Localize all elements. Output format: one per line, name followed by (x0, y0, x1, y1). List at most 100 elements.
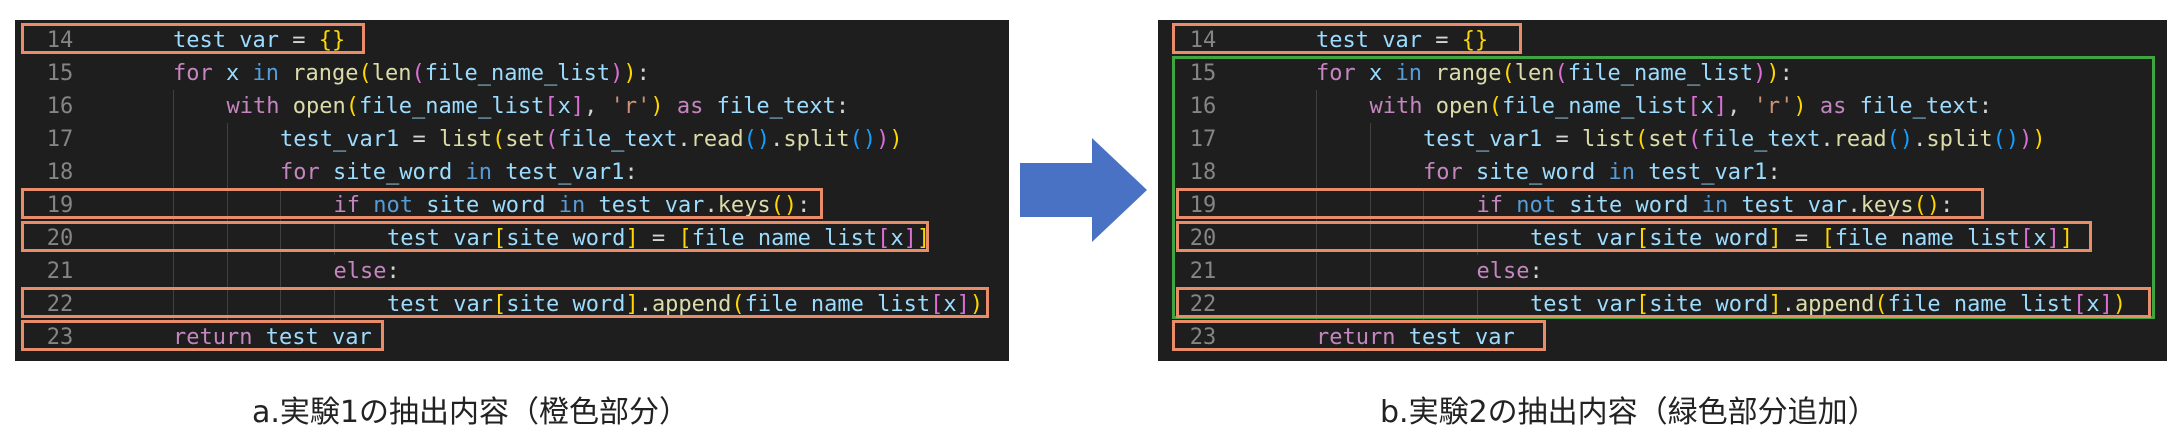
code-token: ) (969, 292, 984, 317)
code-token: [ (492, 292, 507, 317)
code-token: ] (956, 292, 970, 317)
indent-guide (1316, 255, 1317, 288)
code-token: ] (2099, 292, 2113, 317)
line-number: 18 (46, 160, 74, 185)
indent-guide (1316, 189, 1317, 222)
indent-guide (226, 255, 228, 288)
code-token: x (2086, 292, 2100, 317)
code-token: x (943, 292, 957, 317)
code-token: site_word (1649, 292, 1769, 317)
code-token: () (1913, 193, 1941, 218)
code-token: [ (1635, 292, 1650, 317)
indent-guide (333, 222, 335, 255)
code-token: ] (2059, 226, 2074, 251)
indent-guide (1316, 90, 1317, 123)
code-token: file_text (716, 94, 836, 119)
code-token: ) (889, 127, 903, 152)
indent-guide (1316, 222, 1317, 255)
code-token: : (1529, 259, 1543, 284)
code-token: = (1421, 28, 1462, 53)
code-token: file_text (1859, 94, 1979, 119)
code-token: ( (358, 61, 372, 86)
indent-guide (1316, 288, 1317, 321)
line-number: 14 (1189, 28, 1217, 53)
code-token: read (690, 127, 744, 152)
code-token: not (373, 193, 413, 218)
code-token: . (1913, 127, 1927, 152)
code-token: keys (1860, 193, 1914, 218)
code-token (360, 193, 373, 218)
code-text: return test_var (1316, 321, 1515, 354)
indent-guide (1423, 189, 1424, 222)
line-number: 21 (1189, 259, 1217, 284)
code-token: : (386, 259, 400, 284)
line-number: 21 (46, 259, 74, 284)
code-text: test_var[site_word] = [file_name_list[x]… (387, 222, 930, 255)
code-token (1356, 61, 1369, 86)
line-number: 16 (1189, 94, 1217, 119)
code-token (1807, 94, 1820, 119)
code-text: if not site_word in test_var.keys(): (1477, 189, 1954, 222)
indent-guide (1369, 288, 1371, 321)
code-token: ( (345, 94, 359, 119)
code-token (545, 193, 558, 218)
code-token: ] (625, 292, 639, 317)
code-token: [ (678, 226, 692, 251)
code-token: : (1767, 160, 1781, 185)
code-token: ] (625, 226, 639, 251)
code-token: x (1369, 61, 1383, 86)
code-token: : (1940, 193, 1954, 218)
code-token: keys (717, 193, 771, 218)
code-text: test_var = {} (1316, 24, 1488, 57)
code-token (413, 193, 426, 218)
caption-b: b.実験2の抽出内容（緑色部分追加） (1380, 395, 1878, 430)
code-token: test_var (1741, 193, 1848, 218)
code-token: : (636, 61, 650, 86)
indent-guide (173, 189, 174, 222)
code-token: () (849, 127, 877, 152)
code-token: with (1369, 94, 1423, 119)
code-token: site_word (506, 226, 626, 251)
code-token: file_name_list (358, 94, 545, 119)
code-token: test_var (387, 226, 493, 251)
code-token: ) (650, 94, 664, 119)
code-token: for (173, 61, 213, 86)
code-text: else: (1477, 255, 1543, 288)
code-token: for (1423, 160, 1463, 185)
code-text: for x in range(len(file_name_list)): (1316, 57, 1793, 90)
code-token: () (1992, 127, 2020, 152)
right-arrow-icon (1020, 138, 1147, 242)
code-token: test_var1 (1423, 127, 1543, 152)
code-token: . (677, 127, 691, 152)
code-token: x (557, 94, 571, 119)
code-token (1728, 193, 1741, 218)
code-token: append (651, 292, 732, 317)
code-token: range (1435, 61, 1502, 86)
code-token: [ (1821, 226, 1835, 251)
code-token (1422, 94, 1435, 119)
code-token: 'r' (1753, 94, 1794, 119)
code-token: for (1316, 61, 1356, 86)
indent-guide (333, 288, 335, 321)
code-token (664, 94, 677, 119)
code-token: open (1435, 94, 1489, 119)
code-token: : (1779, 61, 1793, 86)
code-token: 'r' (610, 94, 651, 119)
code-token (1635, 160, 1648, 185)
code-token (252, 325, 265, 350)
code-token: x (890, 226, 904, 251)
code-token: test_var (1530, 226, 1636, 251)
line-number: 23 (1189, 325, 1217, 350)
code-token: file_text (558, 127, 678, 152)
code-token: ( (544, 127, 559, 152)
